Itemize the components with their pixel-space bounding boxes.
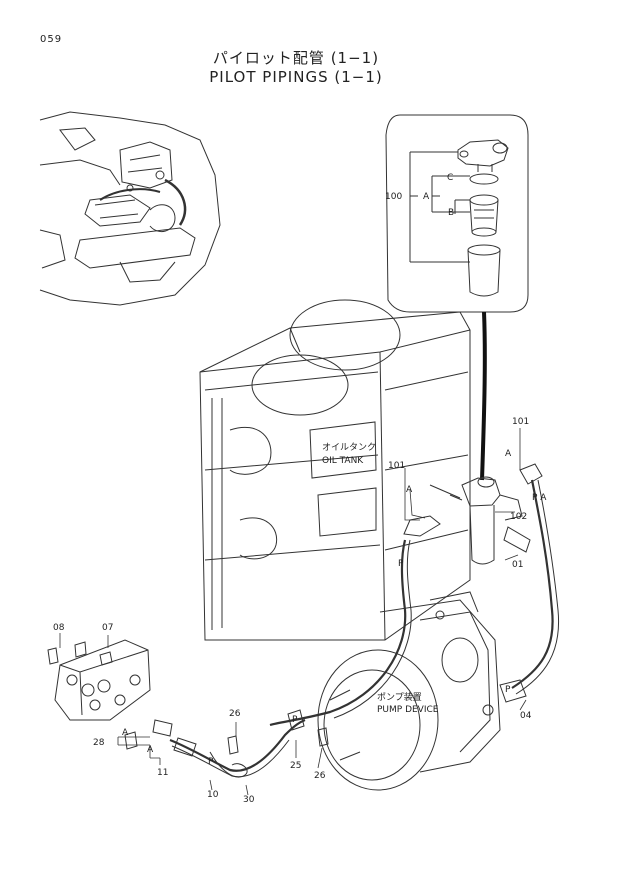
callout-07: 07 bbox=[102, 623, 113, 633]
page-number: 059 bbox=[40, 34, 63, 45]
title-japanese: パイロット配管 (1−1) bbox=[212, 49, 380, 67]
machine-overview-sketch bbox=[39, 111, 221, 306]
callout-25: 25 bbox=[290, 761, 301, 771]
callout-p-hose: P bbox=[505, 685, 511, 695]
callout-a-valve-2: A bbox=[147, 745, 154, 755]
callout-100: 100 bbox=[385, 192, 402, 202]
callout-pa: P A bbox=[532, 493, 547, 503]
callout-p-pipe: P bbox=[208, 757, 214, 767]
callout-p-clamp: P bbox=[292, 715, 298, 725]
callout-101-right: 101 bbox=[512, 417, 529, 427]
callout-a-left: A bbox=[406, 485, 413, 495]
callout-a-right: A bbox=[505, 449, 512, 459]
callout-p-tank: P bbox=[398, 559, 404, 569]
callout-101-left: 101 bbox=[388, 461, 405, 471]
oil-tank-label-en: OIL TANK bbox=[322, 456, 364, 466]
callout-10: 10 bbox=[207, 790, 219, 800]
filter-detail-bubble bbox=[385, 114, 529, 313]
text-labels: オイルタンク OIL TANK ポンプ装置 PUMP DEVICE bbox=[322, 442, 439, 715]
callout-28: 28 bbox=[93, 738, 105, 748]
callout-b: B bbox=[448, 208, 454, 218]
callout-26-bottom: 26 bbox=[314, 771, 326, 781]
valve-block bbox=[47, 639, 151, 750]
title-english: PILOT PIPINGS (1−1) bbox=[209, 68, 383, 86]
callout-numbers: 100 A C B 101 A 101 A 102 01 P A P 04 P … bbox=[53, 173, 547, 805]
callout-04: 04 bbox=[520, 711, 532, 721]
callout-11: 11 bbox=[157, 768, 168, 778]
pilot-filter bbox=[403, 476, 523, 565]
pump-label-en: PUMP DEVICE bbox=[377, 705, 439, 715]
callout-c: C bbox=[447, 173, 453, 183]
leader-lines bbox=[59, 428, 527, 796]
callout-26-top: 26 bbox=[229, 709, 241, 719]
oil-tank bbox=[199, 299, 471, 641]
callout-102: 102 bbox=[510, 512, 527, 522]
pilot-pipings bbox=[152, 463, 560, 778]
oil-tank-label-jp: オイルタンク bbox=[322, 442, 376, 453]
callout-a-valve-1: A bbox=[122, 728, 129, 738]
pump-device bbox=[317, 591, 501, 791]
callout-30: 30 bbox=[243, 795, 255, 805]
callout-a-bubble: A bbox=[423, 192, 430, 202]
pump-label-jp: ポンプ装置 bbox=[377, 691, 422, 703]
callout-08: 08 bbox=[53, 623, 65, 633]
callout-01: 01 bbox=[512, 560, 523, 570]
